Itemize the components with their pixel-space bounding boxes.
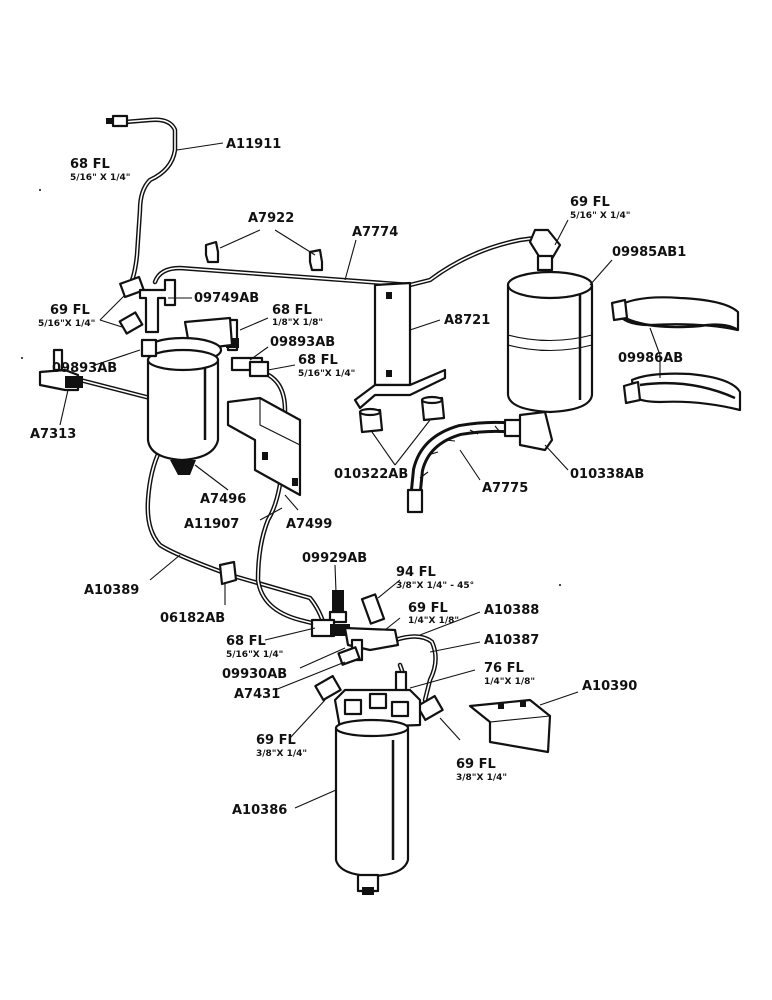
fitting-94fl xyxy=(360,593,386,625)
bracket-a10390 xyxy=(468,698,552,754)
pipe-a7313 xyxy=(77,377,153,401)
pipe-a11911 xyxy=(122,117,178,288)
label-68fl-right: 68 FL xyxy=(298,353,338,368)
clips-a7922 xyxy=(204,240,324,272)
label-68fl-right-size: 5/16"X 1/4" xyxy=(298,369,355,379)
label-a10390: A10390 xyxy=(582,679,637,694)
label-a10388: A10388 xyxy=(484,603,539,618)
label-09893ab-right: 09893AB xyxy=(270,335,335,350)
part-labels: A11911 68 FL 5/16" X 1/4" A7922 A7774 69… xyxy=(30,137,686,818)
label-94fl-size: 3/8"X 1/4" - 45° xyxy=(396,581,474,591)
label-09893ab-left: 09893AB xyxy=(52,361,117,376)
tee-09749ab xyxy=(138,278,177,334)
label-69fl-c-size: 1/4"X 1/8" xyxy=(408,616,459,626)
strap-09986ab-lower xyxy=(622,372,742,412)
label-a11907: A11907 xyxy=(184,517,239,532)
pipe-a11907 xyxy=(255,369,323,628)
fitting-09929ab xyxy=(328,590,348,624)
fitting-68fl-bottom xyxy=(310,618,350,638)
pipe-a10388 xyxy=(392,634,438,703)
label-68fl-mid-size: 1/8"X 1/8" xyxy=(272,318,323,328)
label-06182ab: 06182AB xyxy=(160,611,225,626)
label-09985ab1: 09985AB1 xyxy=(612,245,686,260)
label-09929ab: 09929AB xyxy=(302,551,367,566)
label-010338ab: 010338AB xyxy=(570,467,644,482)
filter-a7496 xyxy=(140,316,234,475)
clip-06182ab xyxy=(218,560,238,586)
label-68fl-top-size: 5/16" X 1/4" xyxy=(70,173,130,183)
hose-a7775 xyxy=(406,418,537,514)
bracket-a8721 xyxy=(353,281,447,410)
label-69fl-br-size: 3/8"X 1/4" xyxy=(456,773,507,783)
label-a7431: A7431 xyxy=(234,687,280,702)
label-68fl-bottom-size: 5/16"X 1/4" xyxy=(226,650,283,660)
canister-09985ab1 xyxy=(506,228,594,452)
label-76fl-size: 1/4"X 1/8" xyxy=(484,677,535,687)
strap-09986ab-upper xyxy=(610,296,740,332)
label-a7775: A7775 xyxy=(482,481,528,496)
label-69fl-c: 69 FL xyxy=(408,601,448,616)
bracket-a7499 xyxy=(226,396,302,497)
label-a7496: A7496 xyxy=(200,492,246,507)
label-68fl-mid: 68 FL xyxy=(272,303,312,318)
label-69fl-left: 69 FL xyxy=(50,303,90,318)
fitting-a7313 xyxy=(38,348,83,392)
label-010322ab: 010322AB xyxy=(334,467,408,482)
label-09986ab: 09986AB xyxy=(618,351,683,366)
label-a7774: A7774 xyxy=(352,225,398,240)
leader-lines xyxy=(59,142,661,809)
label-69fl-bl-size: 3/8"X 1/4" xyxy=(256,749,307,759)
label-a7313: A7313 xyxy=(30,427,76,442)
fitting-69fl-bottom xyxy=(314,674,444,722)
fitting-69fl-left xyxy=(118,275,145,335)
label-94fl: 94 FL xyxy=(396,565,436,580)
scan-specks xyxy=(21,189,561,586)
label-69fl-left-size: 5/16"X 1/4" xyxy=(38,319,95,329)
label-68fl-bottom: 68 FL xyxy=(226,634,266,649)
label-76fl: 76 FL xyxy=(484,661,524,676)
fitting-68fl-top xyxy=(106,114,129,128)
filter-a10386 xyxy=(333,688,422,895)
label-a7922: A7922 xyxy=(248,211,294,226)
label-68fl-top: 68 FL xyxy=(70,157,110,172)
label-a10387: A10387 xyxy=(484,633,539,648)
label-69fl-bl: 69 FL xyxy=(256,733,296,748)
fitting-09893ab-right xyxy=(230,356,270,378)
label-09930ab: 09930AB xyxy=(222,667,287,682)
label-a8721: A8721 xyxy=(444,313,490,328)
label-a7499: A7499 xyxy=(286,517,332,532)
label-69fl-br: 69 FL xyxy=(456,757,496,772)
pipe-a7774 xyxy=(152,235,538,288)
label-69fl-tr-size: 5/16" X 1/4" xyxy=(570,211,630,221)
pipe-a10389 xyxy=(145,447,328,631)
fitting-a7431 xyxy=(337,646,361,666)
label-69fl-tr: 69 FL xyxy=(570,195,610,210)
label-a11911: A11911 xyxy=(226,137,281,152)
label-a10386: A10386 xyxy=(232,803,287,818)
bushings-010322ab xyxy=(358,395,446,434)
label-a10389: A10389 xyxy=(84,583,139,598)
label-09749ab: 09749AB xyxy=(194,291,259,306)
